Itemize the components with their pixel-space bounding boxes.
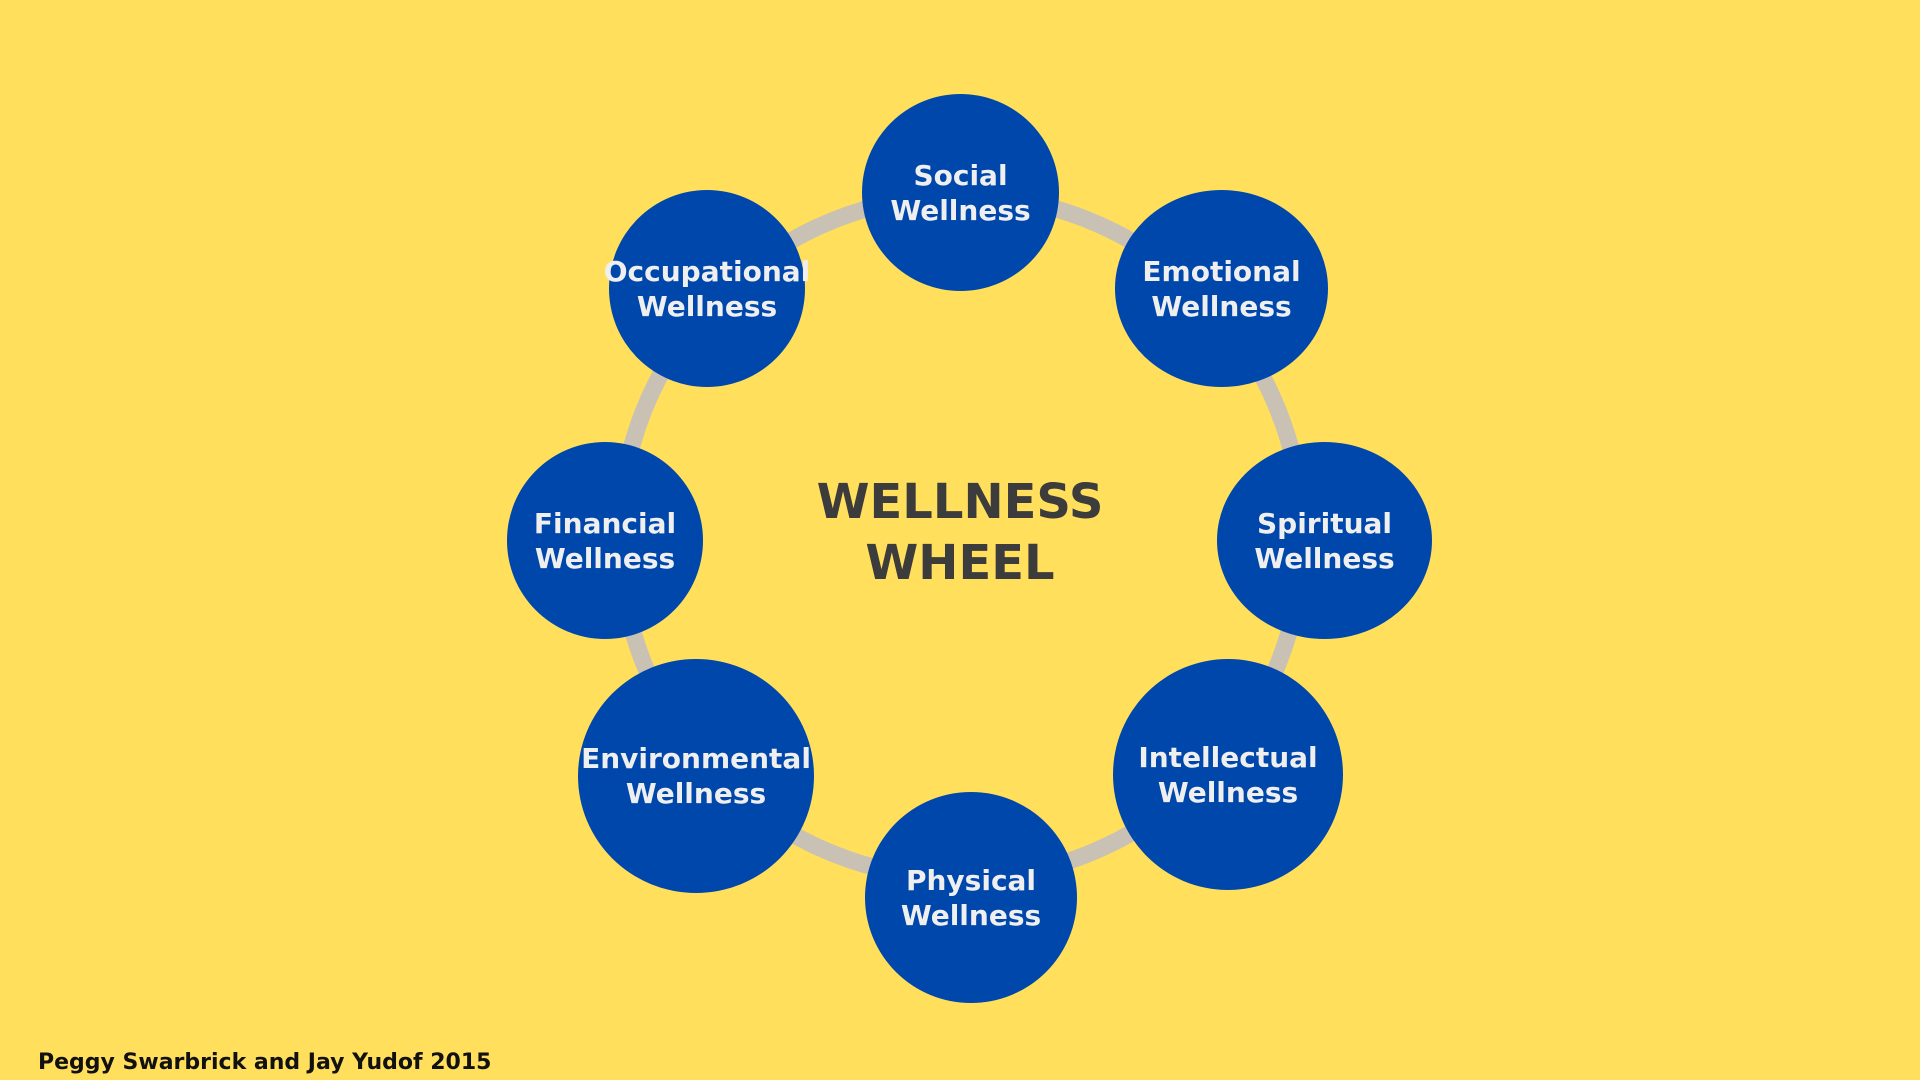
node-occupational-wellness: Occupational Wellness [604, 190, 810, 387]
node-financial-wellness: Financial Wellness [507, 442, 703, 639]
node-label-line2: Wellness [1157, 775, 1299, 809]
node-intellectual-wellness: Intellectual Wellness [1113, 659, 1343, 890]
center-title-line2: WHEEL [865, 535, 1055, 591]
node-label-line1: Intellectual [1138, 740, 1318, 774]
node-physical-wellness: Physical Wellness [865, 792, 1077, 1003]
node-label-line1: Financial [533, 506, 677, 540]
node-label-line2: Wellness [890, 193, 1031, 227]
citation-text: Peggy Swarbrick and Jay Yudof 2015 [38, 1050, 492, 1075]
node-label-line2: Wellness [1151, 289, 1292, 323]
center-title-line1: WELLNESS [816, 474, 1104, 530]
node-label-line2: Wellness [625, 777, 767, 810]
center-title: WELLNESS WHEEL [760, 472, 1160, 594]
node-label-line2: Wellness [900, 898, 1042, 932]
node-social-wellness: Social Wellness [862, 94, 1059, 291]
node-environmental-wellness: Environmental Wellness [578, 659, 814, 893]
node-label-line2: Wellness [534, 541, 676, 575]
node-label-line2: Wellness [1254, 541, 1395, 575]
node-label-line1: Emotional [1142, 254, 1301, 288]
node-label-line1: Social [913, 158, 1008, 192]
node-label-line1: Physical [905, 863, 1037, 897]
node-label-line1: Environmental [581, 742, 811, 775]
node-spiritual-wellness: Spiritual Wellness [1217, 442, 1432, 639]
node-label-line2: Wellness [636, 289, 778, 323]
node-label-line1: Spiritual [1256, 506, 1393, 540]
node-label-line1: Occupational [603, 254, 811, 288]
node-emotional-wellness: Emotional Wellness [1115, 190, 1328, 387]
